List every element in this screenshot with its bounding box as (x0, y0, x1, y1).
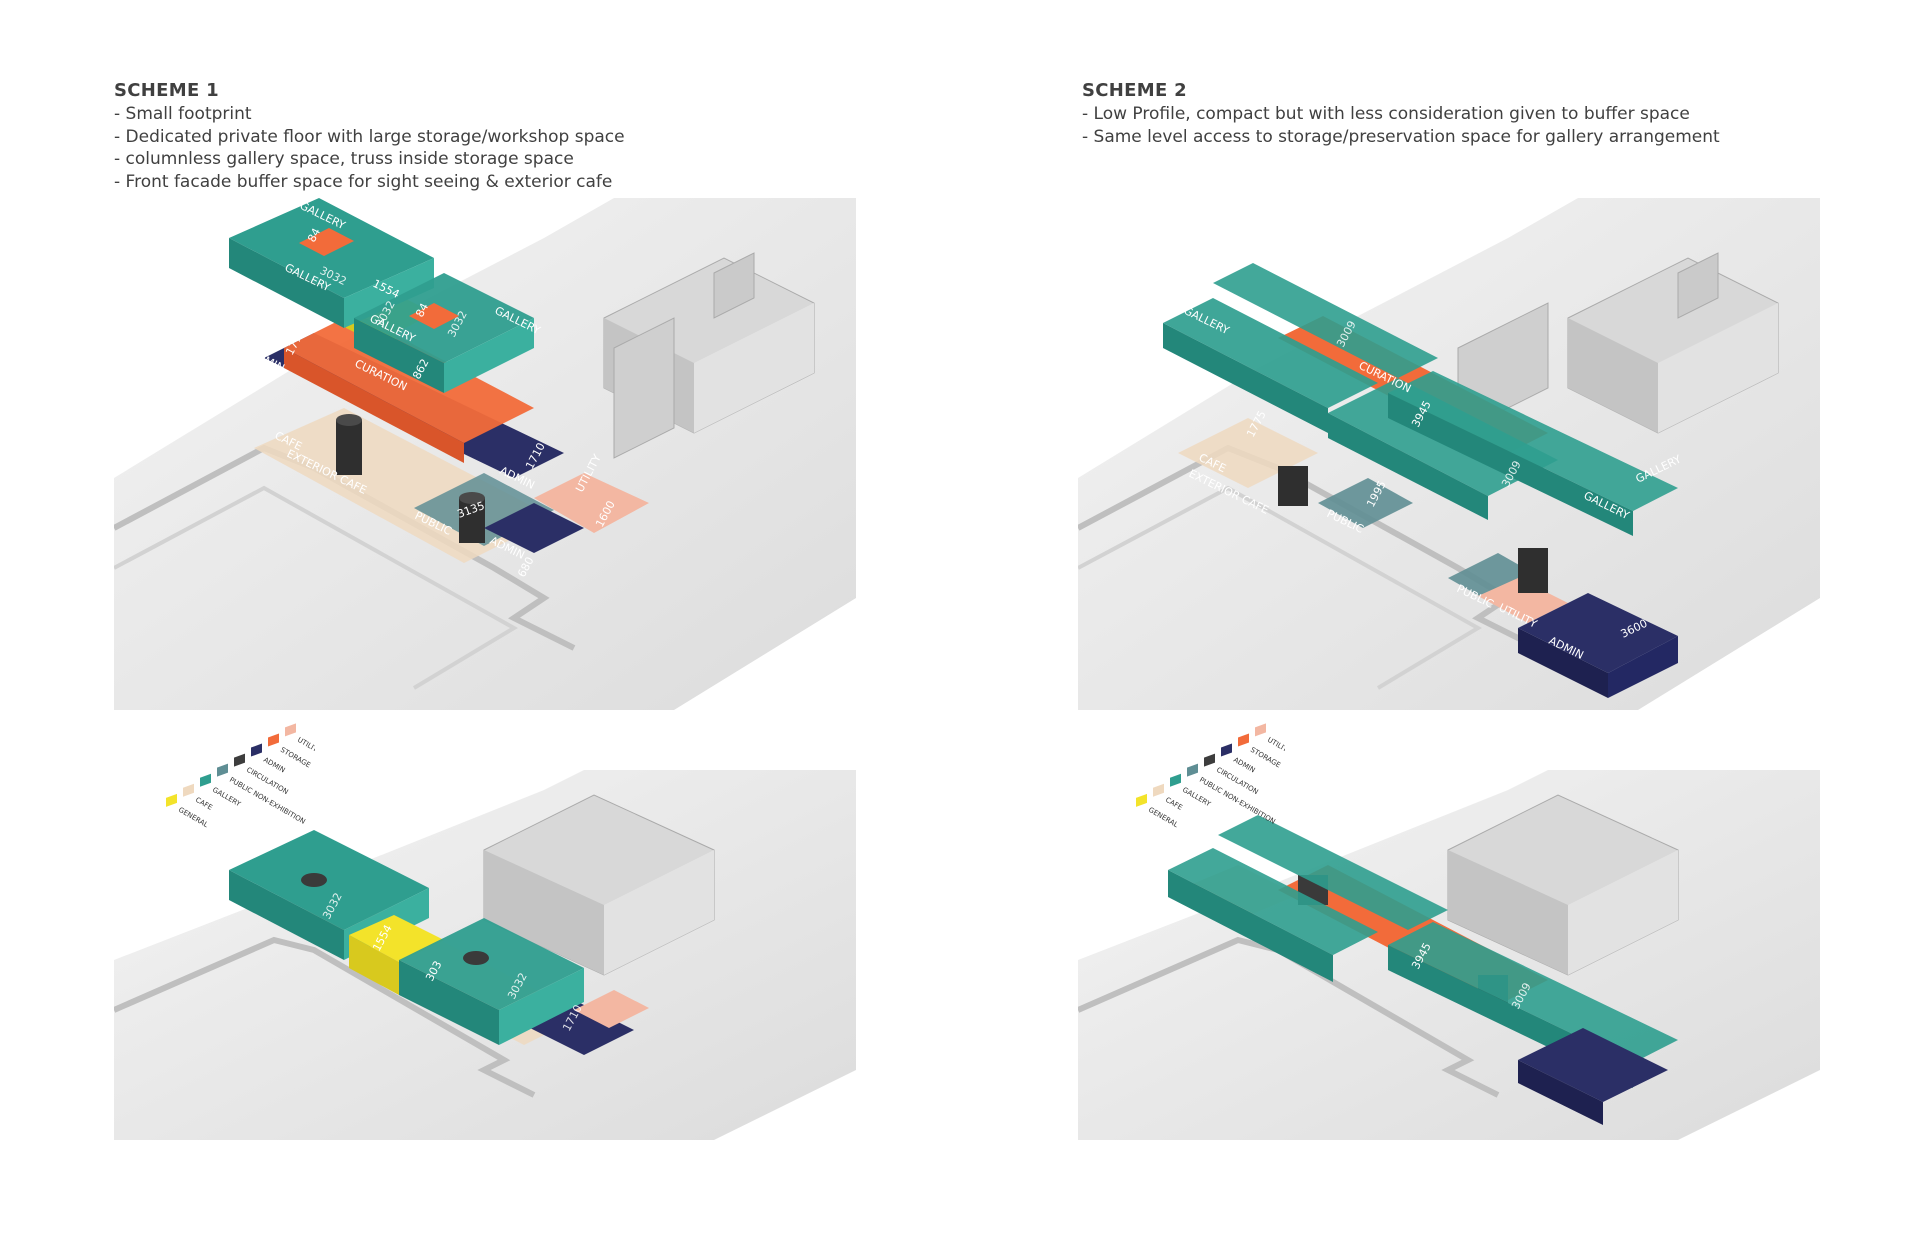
legend-swatch-cafe (1153, 783, 1164, 797)
legend-swatch-circulation (1204, 753, 1215, 767)
label-number: 84 (413, 301, 431, 319)
legend-label-utility: UTILITY (296, 736, 315, 756)
circulation-core (1518, 548, 1548, 593)
utility-block (1478, 578, 1568, 623)
existing-building (603, 252, 815, 459)
storage-void-2 (409, 303, 459, 329)
legend-swatch-general (1136, 793, 1147, 807)
curation-block (284, 313, 534, 443)
scheme-2-bullets: - Low Profile, compact but with less con… (1082, 103, 1842, 148)
terrace-edge (1078, 936, 1500, 1098)
admin-block (1518, 1028, 1668, 1102)
scheme-2-title: SCHEME 2 (1082, 80, 1187, 101)
gallery-block-1-side (229, 870, 344, 960)
gallery-block-3 (1388, 922, 1678, 1063)
gallery-block-3-side (1328, 413, 1488, 520)
scheme-2-bullet: - Low Profile, compact but with less con… (1082, 104, 1690, 124)
legend-label-general: GENERAL (177, 806, 209, 829)
admin-side (1518, 628, 1608, 698)
general-side (349, 935, 399, 995)
legend-swatch-utility (1255, 723, 1266, 737)
utility-block (574, 990, 649, 1028)
scheme-1-stacked-diagram: GALLERY GALLERY GALLERY GALLERY 84 84 30… (114, 198, 856, 710)
gallery-block-1-front (344, 258, 434, 328)
gallery-block-2 (399, 918, 584, 1010)
scheme-2-bullet: - Same level access to storage/preservat… (1082, 126, 1720, 147)
legend-swatch-storage (268, 733, 279, 747)
legend-label-cafe: CAFE (194, 796, 214, 812)
legend-swatch-gallery (1170, 773, 1181, 787)
public-block (1448, 553, 1533, 598)
gallery-block-2-side (399, 960, 499, 1045)
label-number: 84 (305, 226, 323, 244)
curation-side (284, 348, 464, 463)
gallery-block-2 (1218, 815, 1448, 930)
legend-swatch-cafe (183, 783, 194, 797)
admin-block (484, 503, 584, 553)
gallery-block-1-side (1168, 870, 1333, 982)
legend-label-admin: ADMIN (262, 756, 286, 775)
gallery-block-2-front (499, 968, 584, 1045)
storage-void-1 (299, 228, 354, 256)
circulation-core (336, 414, 485, 543)
legend-label-general: GENERAL (1147, 806, 1179, 829)
admin-block (1518, 593, 1678, 673)
legend-swatch-admin (1221, 743, 1232, 757)
legend-label-gallery: GALLERY (211, 786, 243, 809)
legend-swatch-circulation (234, 753, 245, 767)
terrace-edge (114, 485, 518, 690)
scheme-1-bullets: - Small footprint - Dedicated private fl… (114, 103, 874, 193)
legend-swatch-public (217, 763, 228, 777)
legend-swatch-general (166, 793, 177, 807)
legend-label-cafe: CAFE (1164, 796, 1184, 812)
gallery-block-1 (229, 830, 429, 930)
circulation-core (1278, 466, 1308, 506)
legend-label-utility: UTILITY (1266, 736, 1285, 756)
public-block (1318, 478, 1413, 528)
scheme-1-bullet: - Dedicated private floor with large sto… (114, 126, 625, 147)
terrace-edge (1078, 485, 1482, 690)
scheme-1-description: SCHEME 1 - Small footprint - Dedicated p… (114, 80, 874, 193)
scheme-1-bullet: - columnless gallery space, truss inside… (114, 149, 574, 169)
gallery-block-1 (1163, 298, 1378, 408)
scheme-2-stacked-diagram: GALLERY GALLERY GALLERY GALLERY CURATION… (1078, 198, 1820, 710)
terrace-edge (114, 936, 536, 1098)
admin-front (1608, 636, 1678, 698)
gallery-block-2-side (354, 318, 444, 393)
legend-swatch-gallery (200, 773, 211, 787)
legend-swatch-utility (285, 723, 296, 737)
circulation-core (463, 951, 489, 965)
gallery-block-1-side (229, 238, 344, 328)
legend-swatch-admin (251, 743, 262, 757)
gallery-block-2 (1213, 263, 1438, 378)
scheme-2-description: SCHEME 2 - Low Profile, compact but with… (1082, 80, 1842, 148)
scheme-1-bullet: - Front facade buffer space for sight se… (114, 171, 613, 192)
existing-building (483, 794, 715, 976)
existing-building (1447, 794, 1679, 976)
gallery-block-1-side (1163, 323, 1328, 433)
legend-swatch-public (1187, 763, 1198, 777)
legend-label-gallery: GALLERY (1181, 786, 1213, 809)
utility-block (534, 473, 649, 533)
gallery-block-4 (1388, 371, 1678, 511)
gallery-block-4-side (1388, 393, 1633, 536)
admin-side (1518, 1060, 1603, 1125)
gallery-block-1 (1168, 848, 1378, 955)
legend-label-admin: ADMIN (1232, 756, 1256, 775)
scheme-1-title: SCHEME 1 (114, 80, 219, 101)
circulation-core (301, 873, 327, 887)
scheme-1-bullet: - Small footprint (114, 104, 252, 124)
scheme-2-ground-diagram: 3945 3009 (1078, 770, 1820, 1140)
scheme-1-ground-diagram: 3032 3032 1554 303 1710 (114, 770, 856, 1140)
legend-swatch-storage (1238, 733, 1249, 747)
gallery-block-2-front (444, 318, 534, 393)
